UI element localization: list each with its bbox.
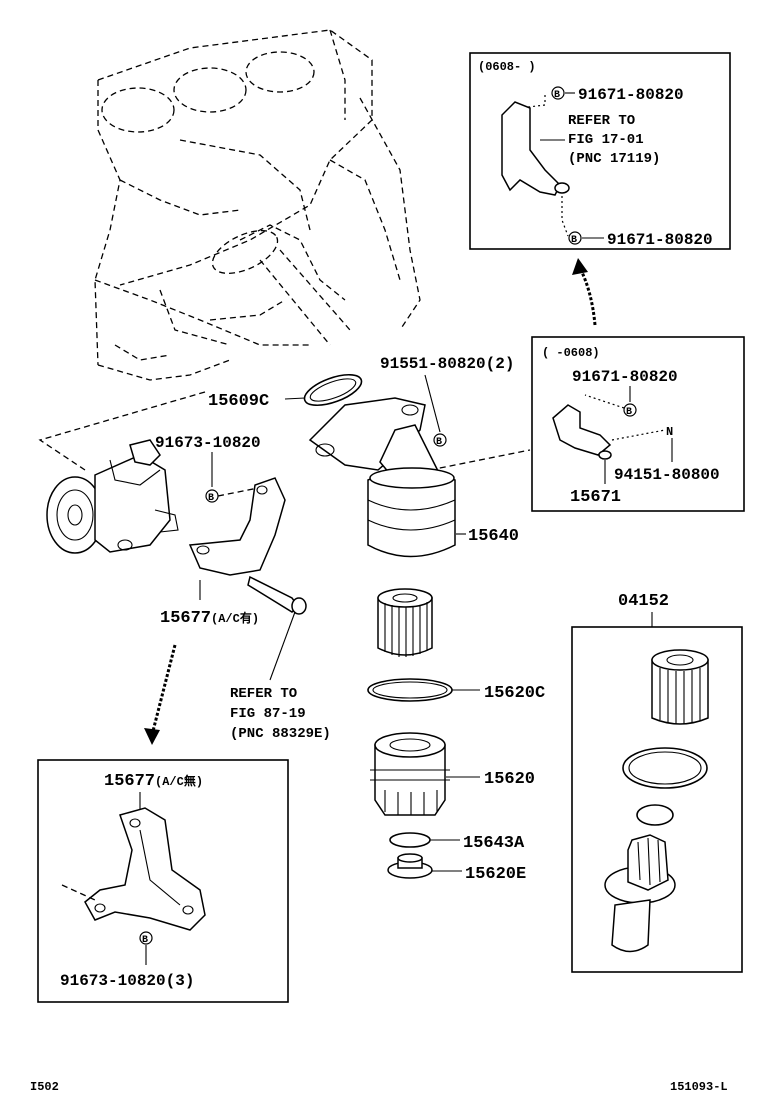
arrow-to-inset — [150, 644, 177, 736]
b-marker-housing: B — [433, 433, 447, 448]
inset-top-refer-line3: (PNC 17119) — [568, 151, 660, 167]
refer-87-19-line3: (PNC 88329E) — [230, 726, 331, 742]
inset-mid-part-bolt: 91671-80820 — [572, 368, 678, 386]
inset-mid-date: ( -0608) — [542, 346, 600, 360]
kit-contents-drawing — [604, 649, 709, 953]
inset-lower-left-bracket-drawing — [84, 807, 206, 931]
svg-text:B: B — [436, 437, 442, 448]
inset-mid-part-bracket: 15671 — [570, 488, 621, 507]
leader-housing-bracket — [429, 449, 531, 471]
label-15620E: 15620E — [465, 865, 526, 884]
inset-top-part-lower: 91671-80820 — [607, 231, 713, 249]
ac-compressor-drawing — [46, 439, 179, 554]
engine-block-drawing — [94, 29, 421, 381]
svg-text:B: B — [142, 935, 148, 946]
svg-text:B: B — [571, 235, 577, 246]
inset-mid-part-nut: 94151-80800 — [614, 466, 720, 484]
inset-top-frame — [469, 52, 731, 250]
label-04152: 04152 — [618, 592, 669, 611]
svg-text:B: B — [208, 493, 214, 504]
arrow-to-top-inset — [578, 267, 597, 326]
inset-top-bracket-drawing — [501, 101, 570, 196]
label-15643A: 15643A — [463, 834, 525, 853]
n-marker-inset-mid: N — [666, 425, 673, 439]
label-91551-80820: 91551-80820(2) — [380, 355, 514, 373]
b-marker-inset-lower-left: B — [139, 931, 153, 946]
footer-right-code: 151093-L — [670, 1080, 728, 1094]
refer-87-19-line1: REFER TO — [230, 686, 297, 702]
filter-element-drawing — [377, 588, 433, 657]
inset-top-refer-line1: REFER TO — [568, 113, 635, 129]
b-marker-inset-top-lower: B — [568, 231, 582, 246]
footer-left-code: I502 — [30, 1080, 59, 1094]
inset-mid-frame — [531, 336, 745, 512]
label-15609C: 15609C — [208, 392, 269, 411]
b-marker-inset-mid: B — [623, 403, 637, 418]
kit-box-frame — [571, 626, 743, 973]
refer-87-19-line2: FIG 87-19 — [230, 706, 306, 722]
oil-filter-housing-drawing — [308, 397, 456, 558]
arrow-head-inset — [144, 728, 160, 745]
svg-text:B: B — [626, 407, 632, 418]
label-15620: 15620 — [484, 770, 535, 789]
inset-top-refer-line2: FIG 17-01 — [568, 132, 644, 148]
bracket-15677-drawing — [188, 477, 307, 615]
arrow-head-top-inset — [572, 258, 588, 275]
filter-cap-drawing — [370, 732, 450, 816]
label-15677-main: 15677(A/C有) — [160, 609, 259, 628]
inset-top-part-upper: 91671-80820 — [578, 86, 684, 104]
gasket-15643A — [389, 832, 431, 848]
leader-block-pump — [38, 391, 206, 471]
label-91673-10820: 91673-10820 — [155, 434, 261, 452]
b-marker-pump: B — [205, 489, 219, 504]
svg-text:B: B — [554, 90, 560, 101]
gasket-ring — [303, 373, 363, 407]
label-15620C: 15620C — [484, 684, 545, 703]
inset-lower-left-frame — [37, 759, 289, 1003]
drain-plug-drawing — [387, 853, 433, 879]
label-15640: 15640 — [468, 527, 519, 546]
inset-lower-left-bolt-label: 91673-10820(3) — [60, 972, 194, 990]
inset-mid-bracket-drawing — [552, 404, 612, 460]
inset-lower-left-bracket-label: 15677(A/C無) — [104, 772, 203, 791]
b-marker-inset-top-upper: B — [551, 86, 565, 101]
inset-top-date: (0608- ) — [478, 60, 536, 74]
